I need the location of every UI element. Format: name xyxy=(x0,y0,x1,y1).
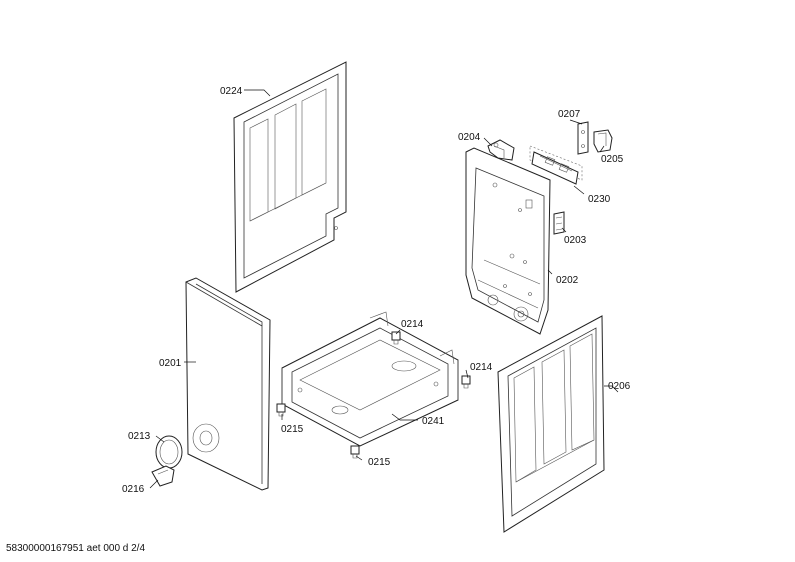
part-0214-foot-a xyxy=(391,331,401,345)
part-0214-foot-b xyxy=(461,375,471,389)
label-0241: 0241 xyxy=(422,416,445,427)
label-0215-b: 0215 xyxy=(368,457,391,468)
label-0206: 0206 xyxy=(608,381,631,392)
label-0203: 0203 xyxy=(564,235,587,246)
part-0203-connector xyxy=(553,211,565,235)
part-0205-switch xyxy=(593,129,613,153)
label-0213: 0213 xyxy=(128,431,151,442)
part-0207-small-bracket xyxy=(577,121,589,155)
label-0214-b: 0214 xyxy=(470,362,493,373)
label-0204: 0204 xyxy=(458,132,481,143)
part-0215-foot-b xyxy=(350,445,360,459)
label-0207: 0207 xyxy=(558,109,581,120)
part-labels: 0224 0207 0204 0205 0230 0203 0202 0201 … xyxy=(122,86,631,495)
part-0201-front-panel xyxy=(185,277,271,491)
leader-lines xyxy=(149,89,619,489)
part-0213-ring xyxy=(155,435,183,469)
label-0224: 0224 xyxy=(220,86,243,97)
label-0205: 0205 xyxy=(601,154,624,165)
label-0201: 0201 xyxy=(159,358,182,369)
part-0216-clamp xyxy=(151,465,175,487)
document-id: 58300000167951 aet 000 d 2/4 xyxy=(6,543,145,554)
part-0204-hinge-clip xyxy=(487,139,515,161)
part-0224-top-panel xyxy=(233,61,347,293)
label-0214-a: 0214 xyxy=(401,319,424,330)
part-0241-base-frame xyxy=(281,311,459,447)
label-0202: 0202 xyxy=(556,275,579,286)
label-0230: 0230 xyxy=(588,194,611,205)
label-0215-a: 0215 xyxy=(281,424,304,435)
part-0215-foot-a xyxy=(276,403,286,417)
label-0216: 0216 xyxy=(122,484,145,495)
part-0206-side-panel xyxy=(497,315,605,533)
part-0202-back-frame xyxy=(465,147,551,335)
part-0230-control-bracket xyxy=(529,145,583,185)
